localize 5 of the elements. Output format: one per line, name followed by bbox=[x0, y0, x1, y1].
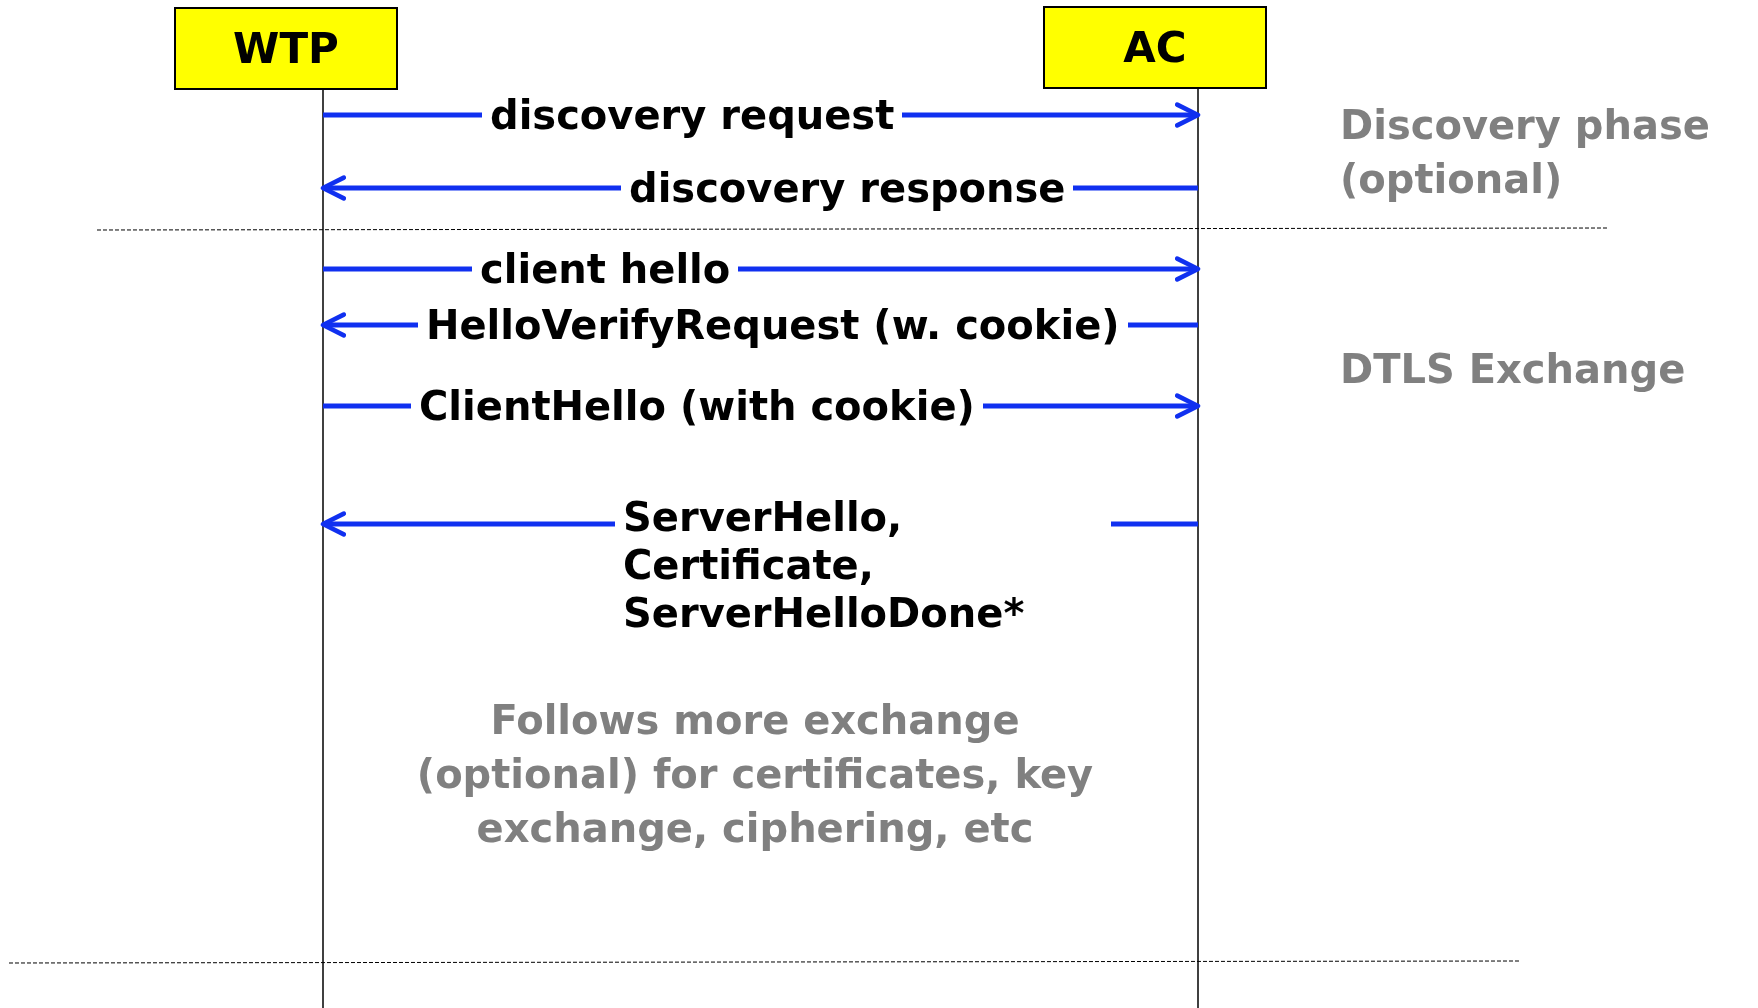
phase-note: Discovery phase (optional) bbox=[1340, 101, 1711, 204]
phase-note: Follows more exchange (optional) for certificates, key exchange, ciphering, etc bbox=[415, 696, 1095, 853]
participant-box: WTP bbox=[174, 7, 398, 90]
phase-note: DTLS Exchange bbox=[1340, 345, 1687, 394]
participant-box: AC bbox=[1043, 6, 1267, 89]
